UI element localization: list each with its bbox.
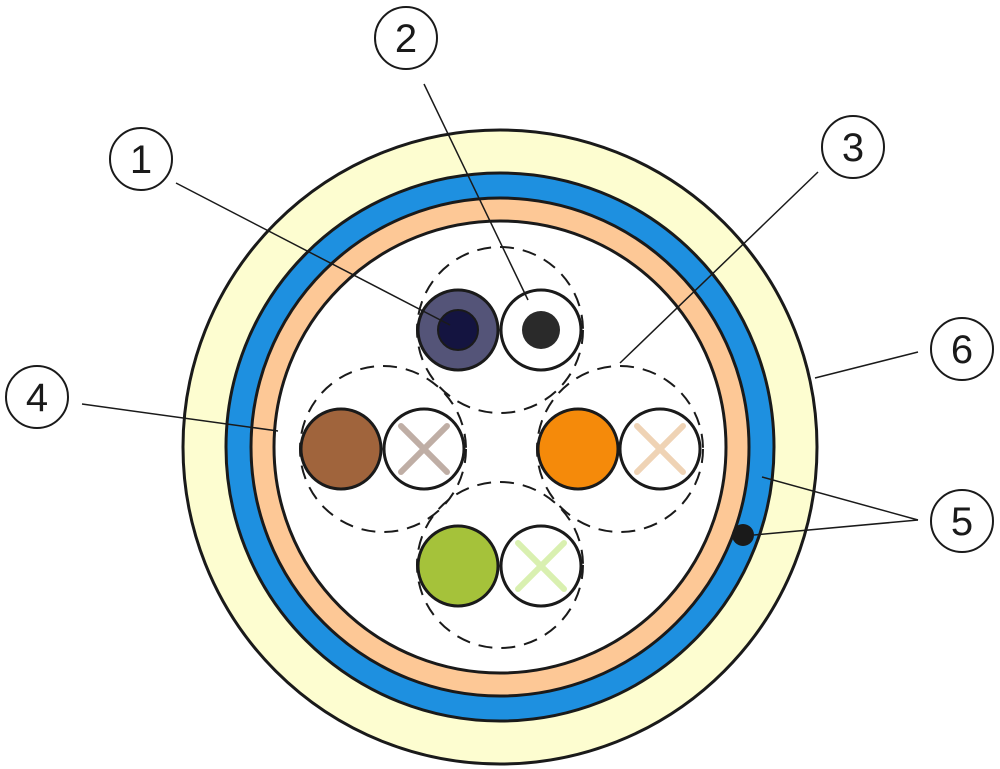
conductor-green <box>416 524 500 608</box>
callout-4: 4 <box>5 365 69 429</box>
callout-6: 6 <box>930 317 994 381</box>
conductor-brown <box>299 407 383 491</box>
leader-line-4 <box>81 403 279 432</box>
brown-stripe-cross <box>398 423 450 475</box>
green-stripe-cross <box>515 540 567 592</box>
leader-line-2 <box>423 83 529 301</box>
conductor-orange <box>536 407 620 491</box>
callout-2: 2 <box>374 6 438 70</box>
callout-1-label: 1 <box>130 138 152 182</box>
leader-line-1 <box>175 182 451 326</box>
conductor-blue-core <box>437 309 479 351</box>
drain-wire <box>732 524 754 546</box>
callout-3-label: 3 <box>842 126 864 170</box>
core-area <box>272 219 728 675</box>
conductor-white-black-core <box>522 311 560 349</box>
callout-2-label: 2 <box>395 17 417 61</box>
callout-3: 3 <box>821 115 885 179</box>
leader-line-5b <box>753 519 919 536</box>
leader-line-5a <box>761 476 919 521</box>
callout-4-label: 4 <box>26 376 48 420</box>
callout-6-label: 6 <box>951 328 973 372</box>
leader-line-3 <box>619 171 819 364</box>
callout-5-label: 5 <box>951 500 973 544</box>
leader-line-6 <box>814 351 919 379</box>
callout-5: 5 <box>930 489 994 553</box>
callout-1: 1 <box>109 127 173 191</box>
orange-stripe-cross <box>634 423 686 475</box>
leader-lines <box>81 83 919 536</box>
